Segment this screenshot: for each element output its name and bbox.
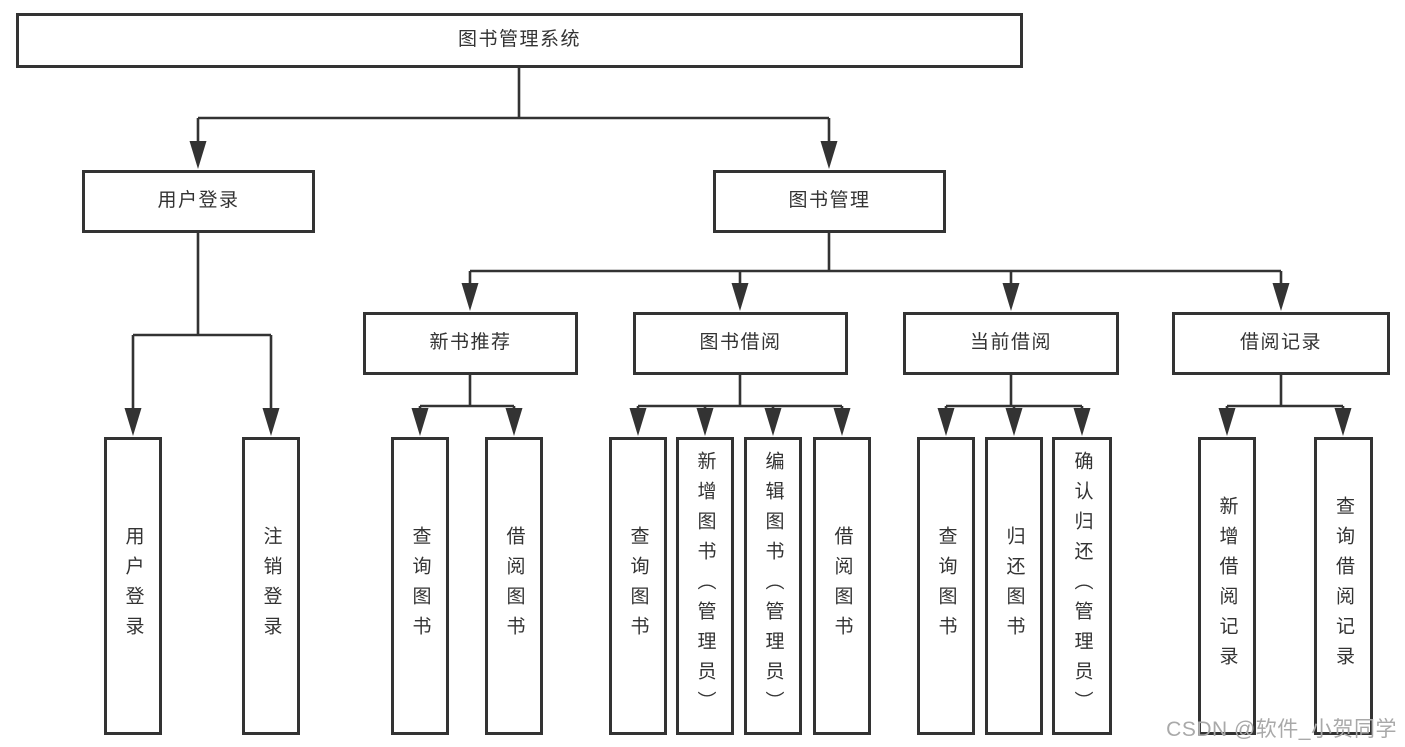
leaf-recommend-borrow-books: 借阅图书 (485, 437, 543, 735)
node-label: 新增借阅记录 (1216, 496, 1238, 676)
leaf-current-query-books: 查询图书 (917, 437, 975, 735)
node-label: 借阅记录 (1239, 332, 1322, 354)
leaf-logout: 注销登录 (242, 437, 300, 735)
node-label: 借阅图书 (503, 526, 525, 646)
leaf-borrowing-edit-books-admin: 编辑图书（管理员） (744, 437, 802, 735)
node-current-borrowing: 当前借阅 (903, 312, 1119, 375)
node-label: 编辑图书（管理员） (762, 451, 784, 721)
node-new-book-recommend: 新书推荐 (363, 312, 578, 375)
node-label: 用户登录 (122, 526, 144, 646)
node-label: 新书推荐 (429, 332, 512, 354)
node-book-management: 图书管理 (713, 170, 946, 233)
leaf-records-query-record: 查询借阅记录 (1314, 437, 1373, 735)
node-book-borrowing: 图书借阅 (633, 312, 848, 375)
leaf-borrowing-add-books-admin: 新增图书（管理员） (676, 437, 734, 735)
csdn-watermark: CSDN @软件_小贺同学 (1166, 718, 1397, 741)
leaf-recommend-query-books: 查询图书 (391, 437, 449, 735)
node-label: 图书管理 (788, 190, 871, 212)
node-label: 图书借阅 (699, 332, 782, 354)
node-label: 确认归还（管理员） (1071, 451, 1093, 721)
leaf-current-confirm-return-admin: 确认归还（管理员） (1052, 437, 1112, 735)
leaf-user-login: 用户登录 (104, 437, 162, 735)
node-label: 新增图书（管理员） (694, 451, 716, 721)
node-label: 图书管理系统 (457, 29, 581, 51)
node-borrowing-records: 借阅记录 (1172, 312, 1390, 375)
leaf-records-add-record: 新增借阅记录 (1198, 437, 1256, 735)
node-label: 用户登录 (157, 190, 240, 212)
leaf-current-return-books: 归还图书 (985, 437, 1043, 735)
node-label: 借阅图书 (831, 526, 853, 646)
node-label: 注销登录 (260, 526, 282, 646)
leaf-borrowing-borrow-books: 借阅图书 (813, 437, 871, 735)
node-label: 查询图书 (627, 526, 649, 646)
node-label: 查询图书 (409, 526, 431, 646)
node-label: 当前借阅 (969, 332, 1052, 354)
node-label: 查询图书 (935, 526, 957, 646)
node-user-login: 用户登录 (82, 170, 315, 233)
node-label: 查询借阅记录 (1333, 496, 1354, 676)
node-library-management-system: 图书管理系统 (16, 13, 1023, 68)
node-label: 归还图书 (1003, 526, 1025, 646)
leaf-borrowing-query-books: 查询图书 (609, 437, 667, 735)
